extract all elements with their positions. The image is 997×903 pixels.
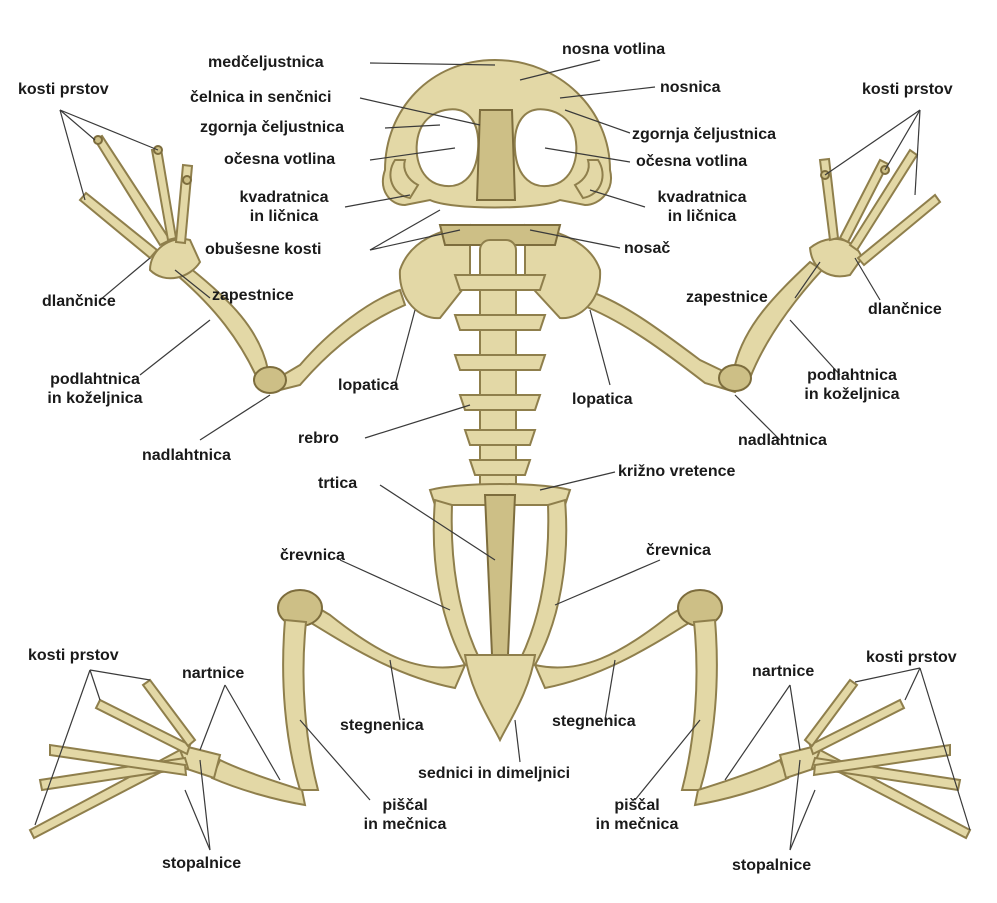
label-obusesne-kosti: obušesne kosti: [205, 240, 321, 259]
label-podlahtnica-right-line1: podlahtnica: [807, 367, 897, 384]
label-nadlahtnica-right: nadlahtnica: [738, 431, 827, 450]
right-forelimb: [582, 150, 940, 392]
label-kvadratnica-right-line1: kvadratnica: [658, 189, 747, 206]
label-kosti-prstov-bottom-right: kosti prstov: [866, 648, 957, 667]
label-nadlahtnica-left: nadlahtnica: [142, 446, 231, 465]
label-piscal-right-line1: piščal: [614, 797, 659, 814]
label-nartnice-right: nartnice: [752, 662, 814, 681]
label-kosti-prstov-bottom-left: kosti prstov: [28, 646, 119, 665]
label-piscal-left: piščal in mečnica: [350, 796, 460, 834]
label-krizno-vretence: križno vretence: [618, 462, 735, 481]
label-dlancnice-left: dlančnice: [42, 292, 116, 311]
label-crevnica-right: črevnica: [646, 541, 711, 560]
label-piscal-left-line2: in mečnica: [364, 816, 447, 833]
label-kvadratnica-right: kvadratnica in ličnica: [646, 188, 758, 226]
label-piscal-right-line2: in mečnica: [596, 816, 679, 833]
label-podlahtnica-left: podlahtnica in koželjnica: [30, 370, 160, 408]
label-lopatica-left: lopatica: [338, 376, 398, 395]
pelvic-girdle: [434, 495, 567, 740]
label-medceljustnica: medčeljustnica: [208, 53, 324, 72]
label-kosti-prstov-top-left: kosti prstov: [18, 80, 109, 99]
label-zapestnice-left: zapestnice: [212, 286, 294, 305]
label-celnica-in-sencnici: čelnica in senčnici: [190, 88, 331, 107]
label-trtica: trtica: [318, 474, 357, 493]
label-sednici-in-dimeljnici: sednici in dimeljnici: [418, 764, 570, 783]
label-lopatica-right: lopatica: [572, 390, 632, 409]
label-nosac: nosač: [624, 239, 670, 258]
label-podlahtnica-right: podlahtnica in koželjnica: [784, 366, 920, 404]
label-kosti-prstov-top-right: kosti prstov: [862, 80, 953, 99]
label-nosnica: nosnica: [660, 78, 720, 97]
label-piscal-right: piščal in mečnica: [582, 796, 692, 834]
skull: [383, 60, 611, 208]
label-zgornja-celjustnica-left: zgornja čeljustnica: [200, 118, 344, 137]
label-piscal-left-line1: piščal: [382, 797, 427, 814]
label-stopalnice-left: stopalnice: [162, 854, 241, 873]
left-forelimb: [80, 136, 405, 393]
label-zapestnice-right: zapestnice: [686, 288, 768, 307]
label-crevnica-left: črevnica: [280, 546, 345, 565]
label-kvadratnica-left-line1: kvadratnica: [240, 189, 329, 206]
label-kvadratnica-right-line2: in ličnica: [668, 208, 736, 225]
label-kvadratnica-left-line2: in ličnica: [250, 208, 318, 225]
label-podlahtnica-left-line1: podlahtnica: [50, 371, 140, 388]
label-kvadratnica-left: kvadratnica in ličnica: [228, 188, 340, 226]
label-ocesna-votlina-right: očesna votlina: [636, 152, 747, 171]
label-podlahtnica-right-line2: in koželjnica: [804, 386, 899, 403]
label-nosna-votlina: nosna votlina: [562, 40, 665, 59]
label-podlahtnica-left-line2: in koželjnica: [47, 390, 142, 407]
label-dlancnice-right: dlančnice: [868, 300, 942, 319]
label-zgornja-celjustnica-right: zgornja čeljustnica: [632, 125, 776, 144]
label-rebro: rebro: [298, 429, 339, 448]
label-ocesna-votlina-left: očesna votlina: [224, 150, 335, 169]
label-stegnenica-right: stegnenica: [552, 712, 636, 731]
label-stegnenica-left: stegnenica: [340, 716, 424, 735]
label-stopalnice-right: stopalnice: [732, 856, 811, 875]
label-nartnice-left: nartnice: [182, 664, 244, 683]
